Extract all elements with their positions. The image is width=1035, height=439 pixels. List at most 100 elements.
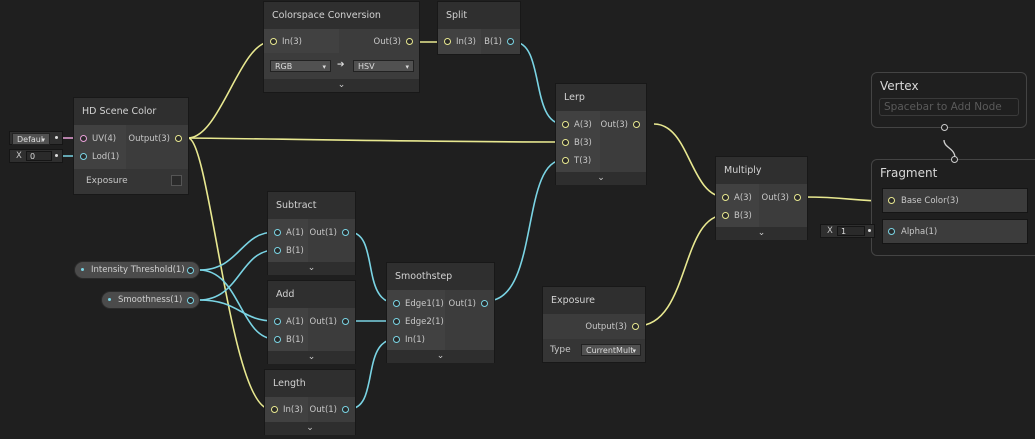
collapse-chevron-icon[interactable]: ⌄ <box>716 227 807 240</box>
port-dot-icon[interactable] <box>633 121 640 128</box>
alpha-default-inline[interactable]: X 1 <box>820 224 875 238</box>
port-a[interactable]: A(3) <box>562 118 592 132</box>
port-output[interactable]: Output(3) <box>128 132 182 146</box>
port-in[interactable]: In(3) <box>270 35 302 49</box>
node-title[interactable]: Length <box>265 370 355 397</box>
node-title[interactable]: Exposure <box>543 287 645 314</box>
node-title[interactable]: Subtract <box>268 192 355 219</box>
port-out[interactable]: Out(1) <box>310 315 349 329</box>
port-dot-icon[interactable] <box>722 194 729 201</box>
port-lod[interactable]: Lod(1) <box>80 150 119 164</box>
vertex-context[interactable]: Vertex Spacebar to Add Node <box>871 72 1027 131</box>
vertex-add-node-hint[interactable]: Spacebar to Add Node <box>879 98 1019 116</box>
lod-default-inline[interactable]: X 0 <box>9 149 63 163</box>
port-dot-icon[interactable] <box>187 267 194 274</box>
port-dot-icon[interactable] <box>393 300 400 307</box>
port-dot-icon[interactable] <box>481 300 488 307</box>
port-a[interactable]: A(1) <box>274 226 304 240</box>
exposure-type-select[interactable]: CurrentMult▾ <box>581 344 641 356</box>
to-space-select[interactable]: HSV▾ <box>353 60 414 72</box>
port-edge2[interactable]: Edge2(1) <box>393 315 444 329</box>
port-dot-icon[interactable] <box>444 38 451 45</box>
port-dot-icon[interactable] <box>274 229 281 236</box>
port-dot-icon[interactable] <box>80 153 87 160</box>
multiply-node[interactable]: Multiply A(3) B(3) Out(3) ⌄ <box>715 156 808 240</box>
port-dot-icon[interactable] <box>393 318 400 325</box>
port-b[interactable]: B(1) <box>274 244 304 258</box>
port-out[interactable]: Out(1) <box>310 226 349 240</box>
port-dot-icon[interactable] <box>794 194 801 201</box>
port-dot-icon[interactable] <box>274 336 281 343</box>
port-dot-icon[interactable] <box>342 406 349 413</box>
port-dot-icon[interactable] <box>342 229 349 236</box>
port-dot-icon[interactable] <box>393 336 400 343</box>
intensity-threshold-property[interactable]: Intensity Threshold(1) <box>74 261 200 279</box>
node-title[interactable]: Lerp <box>556 84 646 111</box>
port-dot-icon[interactable] <box>507 38 514 45</box>
port-b[interactable]: B(1) <box>274 333 304 347</box>
lerp-node[interactable]: Lerp A(3) B(3) T(3) Out(3) ⌄ <box>555 83 647 185</box>
block-base-color[interactable]: Base Color(3) <box>882 188 1028 213</box>
node-title[interactable]: Add <box>268 281 355 308</box>
fragment-context[interactable]: Fragment Base Color(3) Alpha(1) <box>871 156 1035 256</box>
port-dot-icon[interactable] <box>406 38 413 45</box>
collapse-chevron-icon[interactable]: ⌄ <box>556 172 646 185</box>
length-node[interactable]: Length In(3) Out(1) ⌄ <box>264 369 356 435</box>
exposure-checkbox[interactable] <box>171 175 182 186</box>
subtract-node[interactable]: Subtract A(1) B(1) Out(1) ⌄ <box>267 191 356 275</box>
port-dot-icon[interactable] <box>722 212 729 219</box>
collapse-chevron-icon[interactable]: ⌄ <box>268 262 355 275</box>
node-title[interactable]: Colorspace Conversion <box>264 2 419 29</box>
port-dot-icon[interactable] <box>274 318 281 325</box>
node-title[interactable]: Multiply <box>716 157 807 184</box>
smoothstep-node[interactable]: Smoothstep Edge1(1) Edge2(1) In(1) Out(1… <box>386 262 495 363</box>
port-out[interactable]: Out(3) <box>762 191 801 205</box>
node-title[interactable]: HD Scene Color <box>74 98 188 125</box>
port-b[interactable]: B(3) <box>722 209 752 223</box>
port-dot-icon[interactable] <box>274 247 281 254</box>
collapse-chevron-icon[interactable]: ⌄ <box>387 350 494 363</box>
uv-default-select[interactable]: Defaul▾ <box>12 133 50 145</box>
collapse-chevron-icon[interactable]: ⌄ <box>265 422 355 435</box>
port-out[interactable]: Out(1) <box>310 403 349 417</box>
port-dot-icon[interactable] <box>888 197 895 204</box>
hd-scene-color-node[interactable]: HD Scene Color UV(4) Lod(1) Output(3) Ex… <box>73 97 189 195</box>
port-dot-icon[interactable] <box>270 38 277 45</box>
port-b[interactable]: B(3) <box>562 136 592 150</box>
port-out[interactable]: B(1) <box>484 35 514 49</box>
port-dot-icon[interactable] <box>80 135 87 142</box>
split-node[interactable]: Split In(3) B(1) <box>437 1 521 55</box>
port-dot-icon[interactable] <box>562 157 569 164</box>
port-dot-icon[interactable] <box>187 297 194 304</box>
uv-default-inline[interactable]: Defaul▾ <box>9 131 63 145</box>
port-dot-icon[interactable] <box>562 121 569 128</box>
port-dot-icon[interactable] <box>342 318 349 325</box>
from-space-select[interactable]: RGB▾ <box>270 60 331 72</box>
collapse-chevron-icon[interactable]: ⌄ <box>268 351 355 364</box>
colorspace-conversion-node[interactable]: Colorspace Conversion In(3) Out(3) RGB▾ … <box>263 1 420 93</box>
collapse-chevron-icon[interactable]: ⌄ <box>264 79 419 92</box>
node-title[interactable]: Smoothstep <box>387 263 494 290</box>
port-a[interactable]: A(1) <box>274 315 304 329</box>
port-out[interactable]: Out(3) <box>374 35 413 49</box>
port-uv[interactable]: UV(4) <box>80 132 116 146</box>
smoothness-property[interactable]: Smoothness(1) <box>101 291 200 309</box>
port-dot-icon[interactable] <box>632 323 639 330</box>
port-dot-icon[interactable] <box>175 135 182 142</box>
block-alpha[interactable]: Alpha(1) <box>882 219 1028 244</box>
port-dot-icon[interactable] <box>271 406 278 413</box>
port-out[interactable]: Out(3) <box>601 118 640 132</box>
port-out[interactable]: Out(1) <box>449 297 488 311</box>
port-dot-icon[interactable] <box>888 228 895 235</box>
port-in[interactable]: In(1) <box>393 333 425 347</box>
port-output[interactable]: Output(3) <box>585 320 639 334</box>
lod-value-field[interactable]: 0 <box>26 151 52 161</box>
node-title[interactable]: Split <box>438 2 520 29</box>
alpha-value-field[interactable]: 1 <box>837 226 865 236</box>
add-node[interactable]: Add A(1) B(1) Out(1) ⌄ <box>267 280 356 364</box>
port-edge1[interactable]: Edge1(1) <box>393 297 444 311</box>
port-in[interactable]: In(3) <box>271 403 303 417</box>
port-t[interactable]: T(3) <box>562 154 591 168</box>
exposure-node[interactable]: Exposure Output(3) Type CurrentMult▾ <box>542 286 646 363</box>
port-in[interactable]: In(3) <box>444 35 476 49</box>
